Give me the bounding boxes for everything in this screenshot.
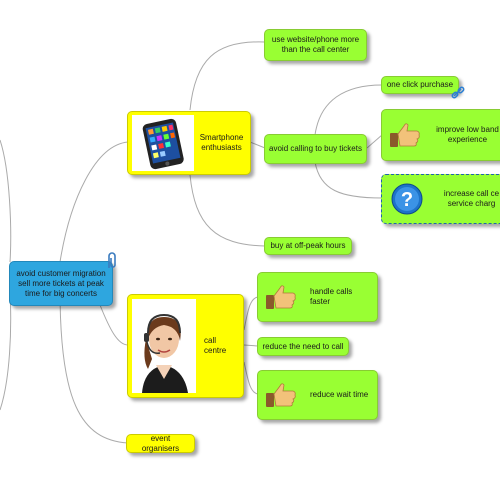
- call-centre-label: call centre: [204, 336, 227, 355]
- event-organisers-label: event organisers: [141, 433, 180, 453]
- operator-photo: [132, 299, 196, 393]
- connector-avoid-charge: [314, 161, 383, 199]
- off-peak-label: buy at off-peak hours: [270, 241, 346, 250]
- connector-smartphone-offpeak: [189, 174, 266, 247]
- website-label: use website/phone more than the call cen…: [271, 35, 360, 54]
- thumbs-up-icon: [266, 285, 296, 309]
- connector-avoid-bandwidth: [366, 134, 383, 149]
- smartphone-enthusiasts-label: Smartphone enthusiasts: [199, 133, 244, 152]
- question-mark-icon: ?: [391, 183, 423, 215]
- one-click-label: one click purchase: [386, 80, 454, 89]
- thumbs-up-icon: [390, 123, 420, 147]
- website-node[interactable]: use website/phone more than the call cen…: [264, 29, 367, 61]
- central-topic[interactable]: avoid customer migration sell more ticke…: [9, 261, 113, 306]
- event-organisers-node[interactable]: event organisers: [126, 434, 195, 453]
- handle-calls-node[interactable]: handle calls faster: [257, 272, 378, 322]
- smartphone-image: [132, 115, 194, 171]
- connector-left-upper: [0, 139, 12, 263]
- reduce-need-node[interactable]: reduce the need to call: [257, 337, 349, 356]
- connector-left-lower: [0, 289, 12, 411]
- svg-text:?: ?: [401, 189, 413, 211]
- thumbs-up-icon: [266, 383, 296, 407]
- reduce-need-label: reduce the need to call: [262, 341, 344, 351]
- one-click-node[interactable]: one click purchase: [381, 76, 459, 94]
- avoid-calling-node[interactable]: avoid calling to buy tickets: [264, 134, 367, 164]
- connector-avoid-oneclick: [314, 84, 383, 136]
- low-bandwidth-node[interactable]: improve low band experience: [381, 109, 500, 161]
- connector-callcentre-wait: [243, 361, 259, 395]
- connector-smartphone-avoid: [249, 141, 266, 149]
- connector-topic-events: [59, 289, 129, 444]
- call-centre-node[interactable]: call centre: [127, 294, 244, 398]
- reduce-wait-node[interactable]: reduce wait time: [257, 370, 378, 420]
- smartphone-enthusiasts-node[interactable]: Smartphone enthusiasts: [127, 111, 251, 175]
- link-icon: [451, 86, 465, 99]
- connector-callcentre-reduce: [243, 344, 259, 347]
- call-charge-node[interactable]: ? increase call ce service charg: [381, 174, 500, 224]
- call-charge-label: increase call ce service charg: [443, 189, 500, 208]
- connector-topic-smartphone: [59, 141, 129, 263]
- off-peak-node[interactable]: buy at off-peak hours: [264, 237, 352, 255]
- paperclip-icon: [108, 252, 116, 268]
- avoid-calling-label: avoid calling to buy tickets: [269, 144, 362, 153]
- connector-smartphone-website: [189, 41, 266, 111]
- handle-calls-label: handle calls faster: [310, 287, 353, 306]
- connector-topic-callcentre: [99, 304, 129, 346]
- connector-callcentre-handle: [243, 296, 259, 331]
- low-bandwidth-label: improve low band experience: [436, 125, 499, 144]
- central-topic-text: avoid customer migration sell more ticke…: [16, 268, 106, 298]
- reduce-wait-label: reduce wait time: [310, 390, 369, 399]
